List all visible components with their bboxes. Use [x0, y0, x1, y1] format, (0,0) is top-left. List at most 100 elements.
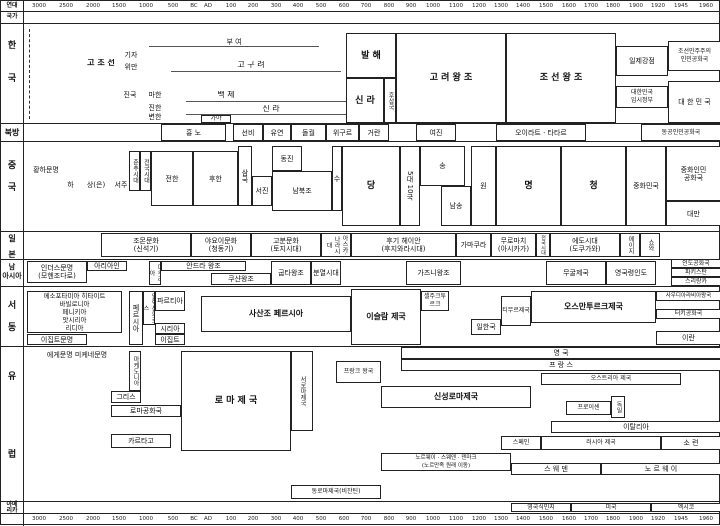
france-box: 프 랑 스 — [401, 359, 720, 371]
kushan-box: 쿠샨왕조 — [211, 273, 271, 285]
band-label-japan: 일 본 — [8, 234, 16, 259]
top-year-tick: AD — [204, 3, 212, 9]
russia-box: 러시아 제국 — [541, 436, 661, 450]
top-year-tick: 2500 — [59, 3, 73, 9]
gija-label: 기자 — [124, 51, 138, 59]
heian-box: 후기 헤이안 (후지와라시대) — [351, 233, 456, 257]
top-year-tick: 1920 — [651, 3, 665, 9]
top-year-tick: 700 — [360, 3, 372, 9]
bottom-year-tick: 1200 — [472, 516, 486, 522]
bottom-year-tick: 500 — [167, 516, 179, 522]
mexico-box: 멕시코 — [651, 503, 720, 512]
pakistan-box: 파키스탄 — [671, 268, 720, 277]
band-label-europe: 유 럽 — [7, 372, 17, 460]
top-year-tick: 1400 — [516, 3, 530, 9]
baekje-label: 백 제 — [217, 91, 235, 99]
meiji-box: 메이지 — [620, 233, 640, 257]
bottom-year-tick: 1100 — [449, 516, 463, 522]
sassanid-box: 사산조 페르시아 — [201, 296, 351, 332]
corner-sub: 국가 — [6, 13, 18, 20]
western-rome-box: 서로마제국 — [291, 351, 313, 431]
timurid-box: 티무르제국 — [501, 296, 531, 326]
top-year-tick: 1500 — [539, 3, 553, 9]
ilkhanate-box: 일한국 — [471, 319, 501, 335]
top-year-tick: 1900 — [629, 3, 643, 9]
bottom-year-tick: 100 — [225, 516, 237, 522]
england-box: 영 국 — [401, 347, 720, 359]
band-divider — [1, 286, 720, 287]
mahan-label: 마한 — [148, 91, 162, 99]
syria-box: 시리아 — [155, 323, 185, 334]
bottom-year-tick: 900 — [405, 516, 417, 522]
ming-box: 명 — [496, 146, 561, 226]
balhae-box: 발 해 — [346, 33, 396, 78]
bottom-year-tick: 400 — [292, 516, 304, 522]
macedonia-box: 마케도니아 — [129, 351, 141, 391]
xianbei-box: 선비 — [233, 124, 263, 141]
chunqiu-box: 춘추시대 — [129, 151, 140, 191]
band-label-china: 중 국 — [7, 161, 17, 193]
baekje-line — [186, 101, 351, 102]
usa-box: 미국 — [571, 503, 651, 512]
bottom-year-tick: 1500 — [539, 516, 553, 522]
nanbei-box: 남북조 — [272, 171, 332, 211]
east-turk-box: 동공인민공화국 — [641, 124, 720, 141]
xia-label: 하 — [67, 181, 74, 189]
ottoman-box: 오스만투르크제국 — [531, 291, 656, 323]
persia-box: 페르시아 — [129, 291, 143, 345]
bottom-year-tick: 600 — [338, 516, 350, 522]
tujue-box: 돌궐 — [291, 124, 326, 141]
bottom-year-tick: 300 — [270, 516, 282, 522]
oirat-box: 오이라트 · 타타르 — [496, 124, 586, 141]
roc-box: 중화민국 — [626, 146, 666, 226]
yuan-box: 원 — [471, 146, 496, 226]
bottom-year-tick: 500 — [315, 516, 327, 522]
bottom-year-tick: 200 — [247, 516, 259, 522]
japan-rule-box: 일제강점 — [616, 46, 668, 76]
srilanka-box: 스리랑카 — [671, 277, 720, 286]
edo-box: 에도시대 (도쿠가와) — [550, 233, 620, 257]
top-year-tick: 500 — [167, 3, 179, 9]
bottom-year-tick: 1800 — [606, 516, 620, 522]
top-year-tick: 400 — [292, 3, 304, 9]
tang-box: 당 — [342, 146, 400, 226]
khitan-box: 거란 — [359, 124, 389, 141]
top-year-tick: 900 — [405, 3, 417, 9]
top-year-tick: 1600 — [562, 3, 576, 9]
band-divider — [1, 231, 720, 232]
egypt-civ-box: 이집트문명 — [27, 334, 87, 345]
gupta-box: 굽타왕조 — [271, 261, 311, 285]
goguryeo-label: 고 구 려 — [237, 61, 265, 69]
uyghur-box: 위구르 — [326, 124, 359, 141]
aegean-label: 에게문명 미케네문명 — [46, 351, 108, 359]
band-label-korea: 한 국 — [7, 41, 17, 84]
spain-box: 스페인 — [501, 436, 541, 450]
bottom-year-tick: 800 — [383, 516, 395, 522]
corner-label: 연대 — [6, 2, 18, 9]
germany-box: 독일 — [611, 396, 625, 418]
alexander-box: 알렉산드로스 — [143, 291, 155, 325]
top-year-tick: 500 — [315, 3, 327, 9]
top-year-tick: 1800 — [606, 3, 620, 9]
bottom-year-tick: 1000 — [426, 516, 440, 522]
norway-box: 노 르 웨 이 — [601, 463, 720, 475]
bottom-year-tick: 1945 — [674, 516, 688, 522]
iran-box: 이란 — [656, 331, 720, 345]
yayoi-box: 야요이문화 (청동기) — [191, 233, 251, 257]
korea-republic-box: 대 한 민 국 — [668, 81, 720, 123]
qing-box: 청 — [561, 146, 626, 226]
prc-box: 중화인민 공화국 — [666, 146, 720, 201]
silla-unified-box: 신 라 — [346, 78, 384, 123]
mughal-box: 무굴제국 — [546, 261, 606, 285]
shang-label: 상(은) — [86, 181, 106, 189]
india-rep-box: 인도공화국 — [671, 259, 720, 268]
band-divider — [1, 141, 720, 142]
top-year-tick: 3000 — [32, 3, 46, 9]
frank-box: 프랑크 왕국 — [336, 361, 381, 383]
top-year-tick: 300 — [270, 3, 282, 9]
ussr-box: 소 련 — [661, 436, 720, 450]
header-divider — [1, 11, 720, 12]
zhanguo-box: 전국시대 — [140, 151, 151, 191]
nansong-box: 남송 — [441, 186, 471, 226]
